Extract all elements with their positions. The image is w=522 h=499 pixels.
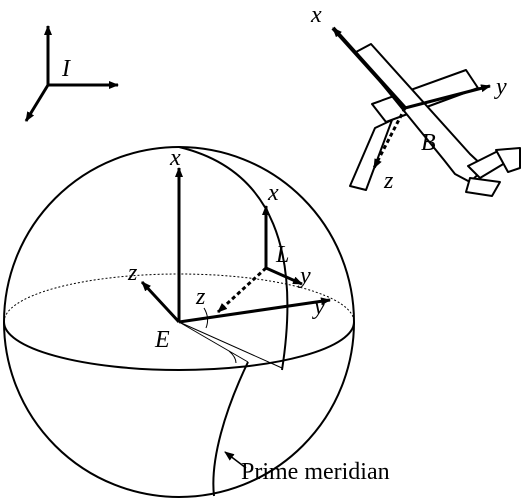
inertial-frame-label: I [61, 56, 71, 82]
body-frame-label: B [421, 130, 436, 156]
body-y-axis [404, 84, 491, 110]
inertial-down-left-axis [24, 84, 50, 122]
prime-meridian-annotation: Prime meridian [224, 451, 390, 485]
local-frame-label: L [275, 242, 289, 268]
local-meridian [178, 146, 289, 371]
local-z-label: z [195, 284, 206, 310]
equator-front [3, 321, 355, 371]
local-y-label: y [298, 263, 311, 289]
body-y-label: y [494, 74, 507, 100]
local-frame: x y z L [195, 180, 311, 314]
local-x-label: x [267, 180, 279, 206]
earth-y-label: y [312, 294, 325, 320]
longitude-angle-arc [228, 350, 237, 364]
earth-z-axis [140, 280, 181, 324]
earth-z-label: z [127, 260, 138, 286]
earth-frame: x y z E [127, 145, 331, 353]
prime-meridian [212, 361, 249, 497]
aircraft-outline [349, 43, 521, 197]
earth-frame-label: E [154, 327, 170, 353]
prime-meridian-pointer [224, 451, 247, 469]
body-z-label: z [383, 168, 394, 194]
body-x-label: x [310, 2, 322, 28]
prime-meridian-projection [178, 321, 249, 363]
aircraft-body-frame: x y z B [310, 2, 521, 197]
local-z-axis [216, 266, 268, 314]
body-z-axis [372, 107, 407, 169]
earth-y-axis [178, 297, 331, 324]
body-x-axis [331, 26, 407, 110]
local-y-axis [265, 266, 303, 286]
earth-x-label: x [169, 145, 181, 171]
local-meridian-projection [178, 321, 283, 369]
inertial-frame: I [24, 25, 119, 122]
prime-meridian-label: Prime meridian [241, 459, 390, 485]
earth-sphere [3, 146, 355, 498]
